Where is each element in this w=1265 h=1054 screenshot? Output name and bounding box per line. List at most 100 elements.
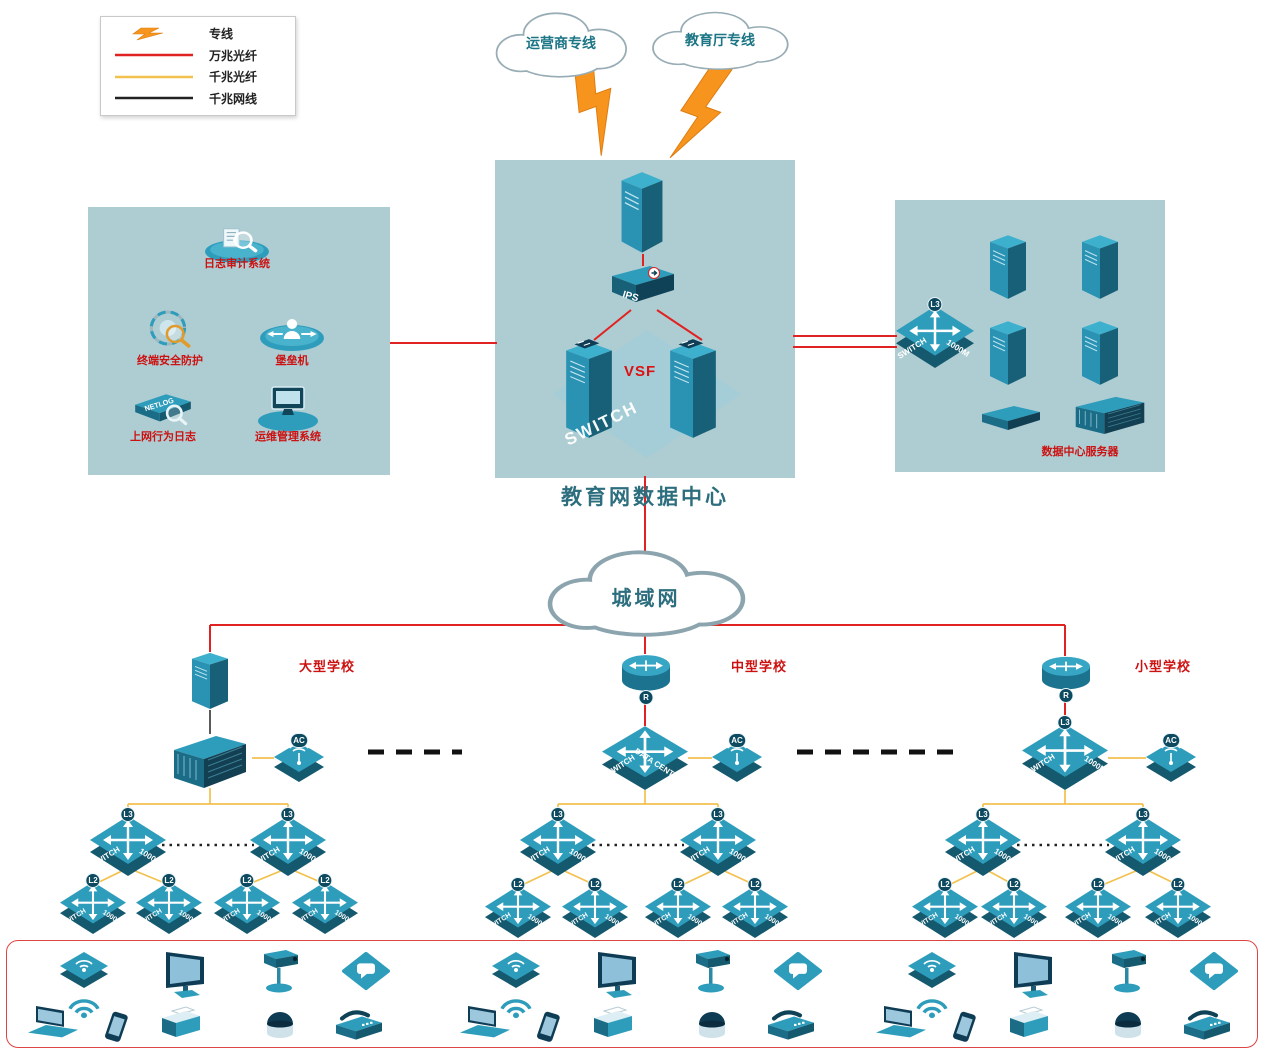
- desk-phone-icon[interactable]: [332, 1008, 386, 1046]
- wifi-signal-icon: [64, 990, 104, 1020]
- datacenter-title: 教育网数据中心: [561, 485, 729, 509]
- l2-badge: L2: [510, 877, 526, 892]
- endpoint-security-icon[interactable]: [143, 306, 197, 354]
- core-switch[interactable]: L3 SWITCH 1000M: [1022, 715, 1108, 790]
- legend-label: 千兆网线: [209, 91, 258, 106]
- ops-management-label: 运维管理系统: [255, 431, 321, 443]
- wireless-ap-icon[interactable]: [60, 952, 108, 988]
- man-cloud[interactable]: 城域网: [534, 544, 758, 638]
- wireless-controller[interactable]: AC: [274, 733, 324, 782]
- l3-badge: L3: [120, 807, 136, 822]
- laptop-icon[interactable]: [458, 1006, 512, 1044]
- legend-row: 千兆光纤: [111, 68, 285, 85]
- bastion-host-label: 堡垒机: [275, 355, 309, 367]
- l2-badge: L2: [1090, 877, 1106, 892]
- wireless-ap-icon[interactable]: [908, 952, 956, 988]
- yellow-line-symbol-icon: [115, 75, 193, 78]
- ptz-camera-icon[interactable]: [256, 948, 304, 994]
- printer-icon[interactable]: [156, 1004, 206, 1044]
- wireless-controller[interactable]: AC: [712, 733, 762, 782]
- l2-badge: L2: [670, 877, 686, 892]
- ptz-camera-icon[interactable]: [1104, 948, 1152, 994]
- netlog-icon[interactable]: NETLOG: [129, 388, 197, 432]
- server[interactable]: [1078, 232, 1122, 300]
- endpoint-group: [864, 942, 1265, 1048]
- red-line-symbol-icon: [115, 54, 193, 57]
- desk-phone-icon[interactable]: [764, 1008, 818, 1046]
- router-badge: R: [638, 690, 654, 705]
- laptop-icon[interactable]: [874, 1006, 928, 1044]
- server[interactable]: [986, 232, 1030, 300]
- dome-camera-icon[interactable]: [260, 1004, 300, 1044]
- isp-cloud[interactable]: 运营商专线: [485, 6, 637, 80]
- desktop-pc-icon[interactable]: [158, 950, 214, 998]
- laptop-icon[interactable]: [26, 1006, 80, 1044]
- dome-camera-icon[interactable]: [1108, 1004, 1148, 1044]
- isp-cloud-label: 运营商专线: [526, 36, 596, 52]
- router[interactable]: R: [620, 652, 672, 705]
- smartphone-icon[interactable]: [946, 1010, 984, 1046]
- core-switch[interactable]: [168, 732, 252, 788]
- router[interactable]: R: [1040, 654, 1092, 703]
- ops-management-icon[interactable]: [256, 384, 320, 432]
- wireless-ap-icon[interactable]: [492, 952, 540, 988]
- core-switch[interactable]: SWITCH DATA CENTER: [602, 724, 688, 790]
- school-gateway-server[interactable]: [188, 650, 232, 710]
- firewall-device[interactable]: [617, 168, 667, 254]
- wireless-controller[interactable]: AC: [1146, 733, 1196, 782]
- desktop-pc-icon[interactable]: [590, 950, 646, 998]
- ips-device[interactable]: IPS: [604, 264, 682, 314]
- log-audit-icon[interactable]: [203, 224, 271, 264]
- l2-badge: L2: [1006, 877, 1022, 892]
- legend-row: 万兆光纤: [111, 47, 285, 64]
- server[interactable]: [1078, 318, 1122, 386]
- edu-cloud-label: 教育厅专线: [685, 33, 755, 49]
- rack-server[interactable]: [1070, 394, 1150, 434]
- printer-icon[interactable]: [588, 1004, 638, 1044]
- ptz-camera-icon[interactable]: [688, 948, 736, 994]
- legend-row: 千兆网线: [111, 90, 285, 107]
- man-cloud-label: 城域网: [611, 587, 681, 610]
- lightning-symbol-icon: [132, 27, 164, 41]
- log-audit-label: 日志审计系统: [204, 258, 270, 270]
- smartphone-icon[interactable]: [530, 1010, 568, 1046]
- voip-chat-icon[interactable]: [1190, 952, 1238, 992]
- rack-server[interactable]: [978, 402, 1044, 432]
- l3-badge: L3: [1057, 715, 1073, 730]
- desktop-pc-icon[interactable]: [1006, 950, 1062, 998]
- desk-phone-icon[interactable]: [1180, 1008, 1234, 1046]
- voip-chat-icon[interactable]: [774, 952, 822, 992]
- dome-camera-icon[interactable]: [692, 1004, 732, 1044]
- legend: 专线 万兆光纤 千兆光纤 千兆网线: [100, 16, 296, 116]
- server[interactable]: [986, 318, 1030, 386]
- l3-badge: L3: [1135, 807, 1151, 822]
- core-switch-tower[interactable]: [666, 336, 720, 440]
- router-badge: R: [1058, 688, 1074, 703]
- edu-cloud[interactable]: 教育厅专线: [641, 6, 799, 72]
- school-label-large: 大型学校: [298, 659, 355, 674]
- printer-icon[interactable]: [1004, 1004, 1054, 1044]
- core-switch-tower[interactable]: [562, 336, 616, 440]
- smartphone-icon[interactable]: [98, 1010, 136, 1046]
- voip-chat-icon[interactable]: [342, 952, 390, 992]
- bastion-host-icon[interactable]: [258, 312, 326, 352]
